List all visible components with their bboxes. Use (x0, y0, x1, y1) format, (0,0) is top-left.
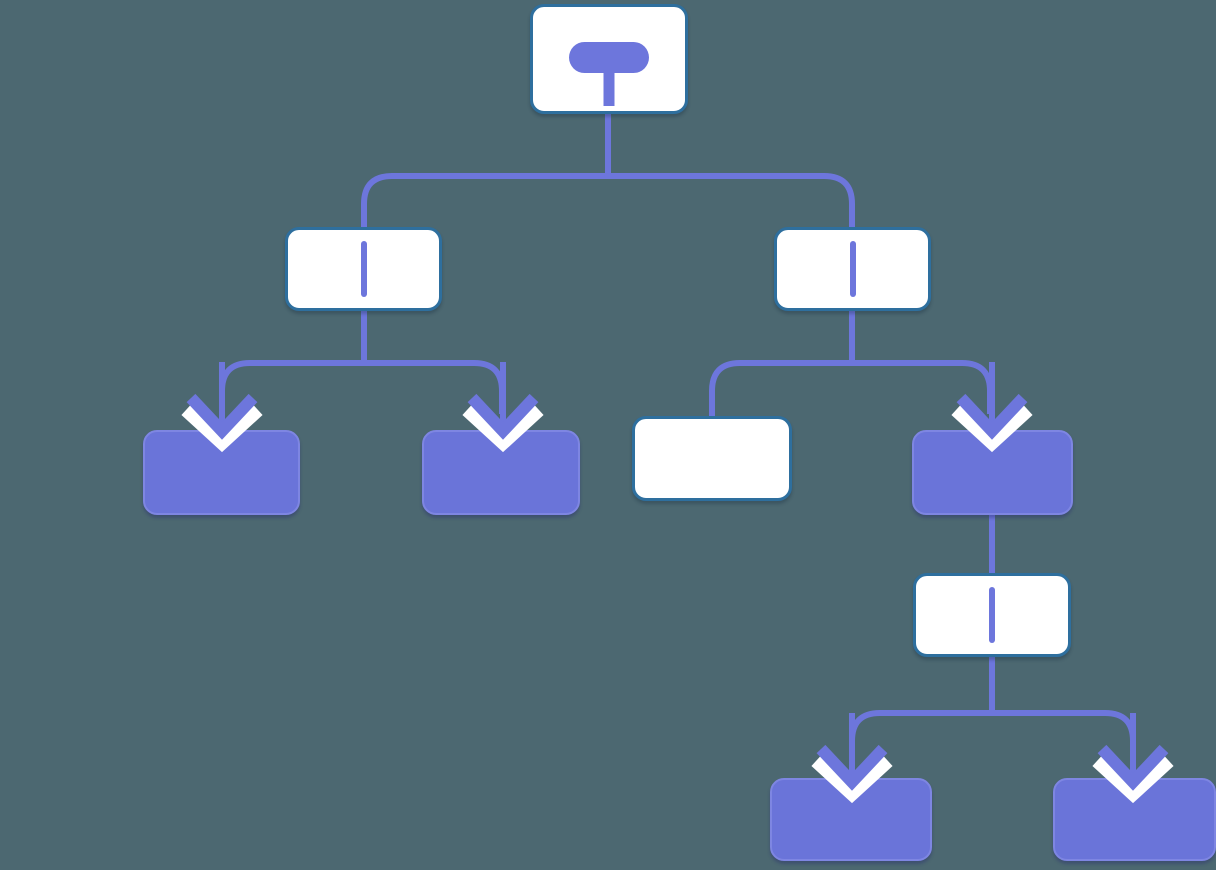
vertical-divider-line-icon (849, 241, 856, 297)
node-collapsed-right[interactable] (912, 430, 1073, 515)
connector-branch-left-to-leaves (219, 360, 505, 414)
node-leaf-4[interactable] (1053, 778, 1216, 861)
connector-branch-mid-to-leaves (849, 710, 1136, 764)
connector-root-to-branches (361, 173, 855, 234)
connector-branch-right-to-children (709, 360, 993, 430)
node-branch-right[interactable] (774, 227, 931, 311)
node-branch-left[interactable] (285, 227, 442, 311)
vertical-divider-line-icon (989, 587, 995, 643)
node-branch-mid[interactable] (913, 573, 1071, 657)
node-leaf-1[interactable] (143, 430, 300, 515)
node-leaf-3[interactable] (770, 778, 932, 861)
node-root[interactable] (530, 4, 688, 114)
pill-stem-icon (603, 71, 615, 106)
collapsed-topic-pill-icon (569, 42, 649, 73)
node-leaf-2[interactable] (422, 430, 580, 515)
vertical-divider-line-icon (360, 241, 367, 297)
node-child-plain[interactable] (632, 416, 792, 501)
